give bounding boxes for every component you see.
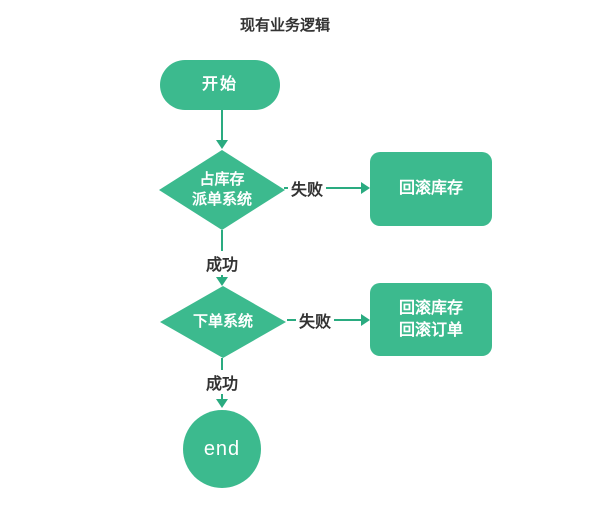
diagram-title: 现有业务逻辑 [239,17,331,34]
decision-node-inventory-dispatch: 占库存 派单系统 [159,150,285,230]
decision1-label-line1: 占库存 [199,170,245,188]
end-node-label: end [203,437,241,460]
rollback1-label: 回滚库存 [398,180,463,198]
start-node-label: 开始 [201,76,238,94]
rollback2-label-line1: 回滚库存 [398,299,463,317]
rollback-inventory-order-node: 回滚库存 回滚订单 [370,283,492,356]
decision2-label: 下单系统 [192,312,253,330]
edge-label-success-2: 成功 [202,370,242,394]
edge-label-fail-1: 失败 [287,176,327,200]
decision-node-order-system: 下单系统 [160,286,286,358]
edge-label-success-1: 成功 [202,251,242,275]
rollback-inventory-node: 回滚库存 [370,152,492,226]
end-node: end [183,410,261,488]
connector-start-to-decision1 [221,110,223,141]
arrow-down-icon [216,277,228,286]
decision1-label-line2: 派单系统 [191,191,252,208]
arrow-down-icon [216,399,228,408]
arrow-right-icon [361,314,370,326]
rollback2-label-line2: 回滚订单 [398,321,463,339]
arrow-right-icon [361,182,370,194]
edge-label-fail-2: 失败 [295,308,335,332]
start-node: 开始 [160,60,280,110]
arrow-down-icon [216,140,228,149]
